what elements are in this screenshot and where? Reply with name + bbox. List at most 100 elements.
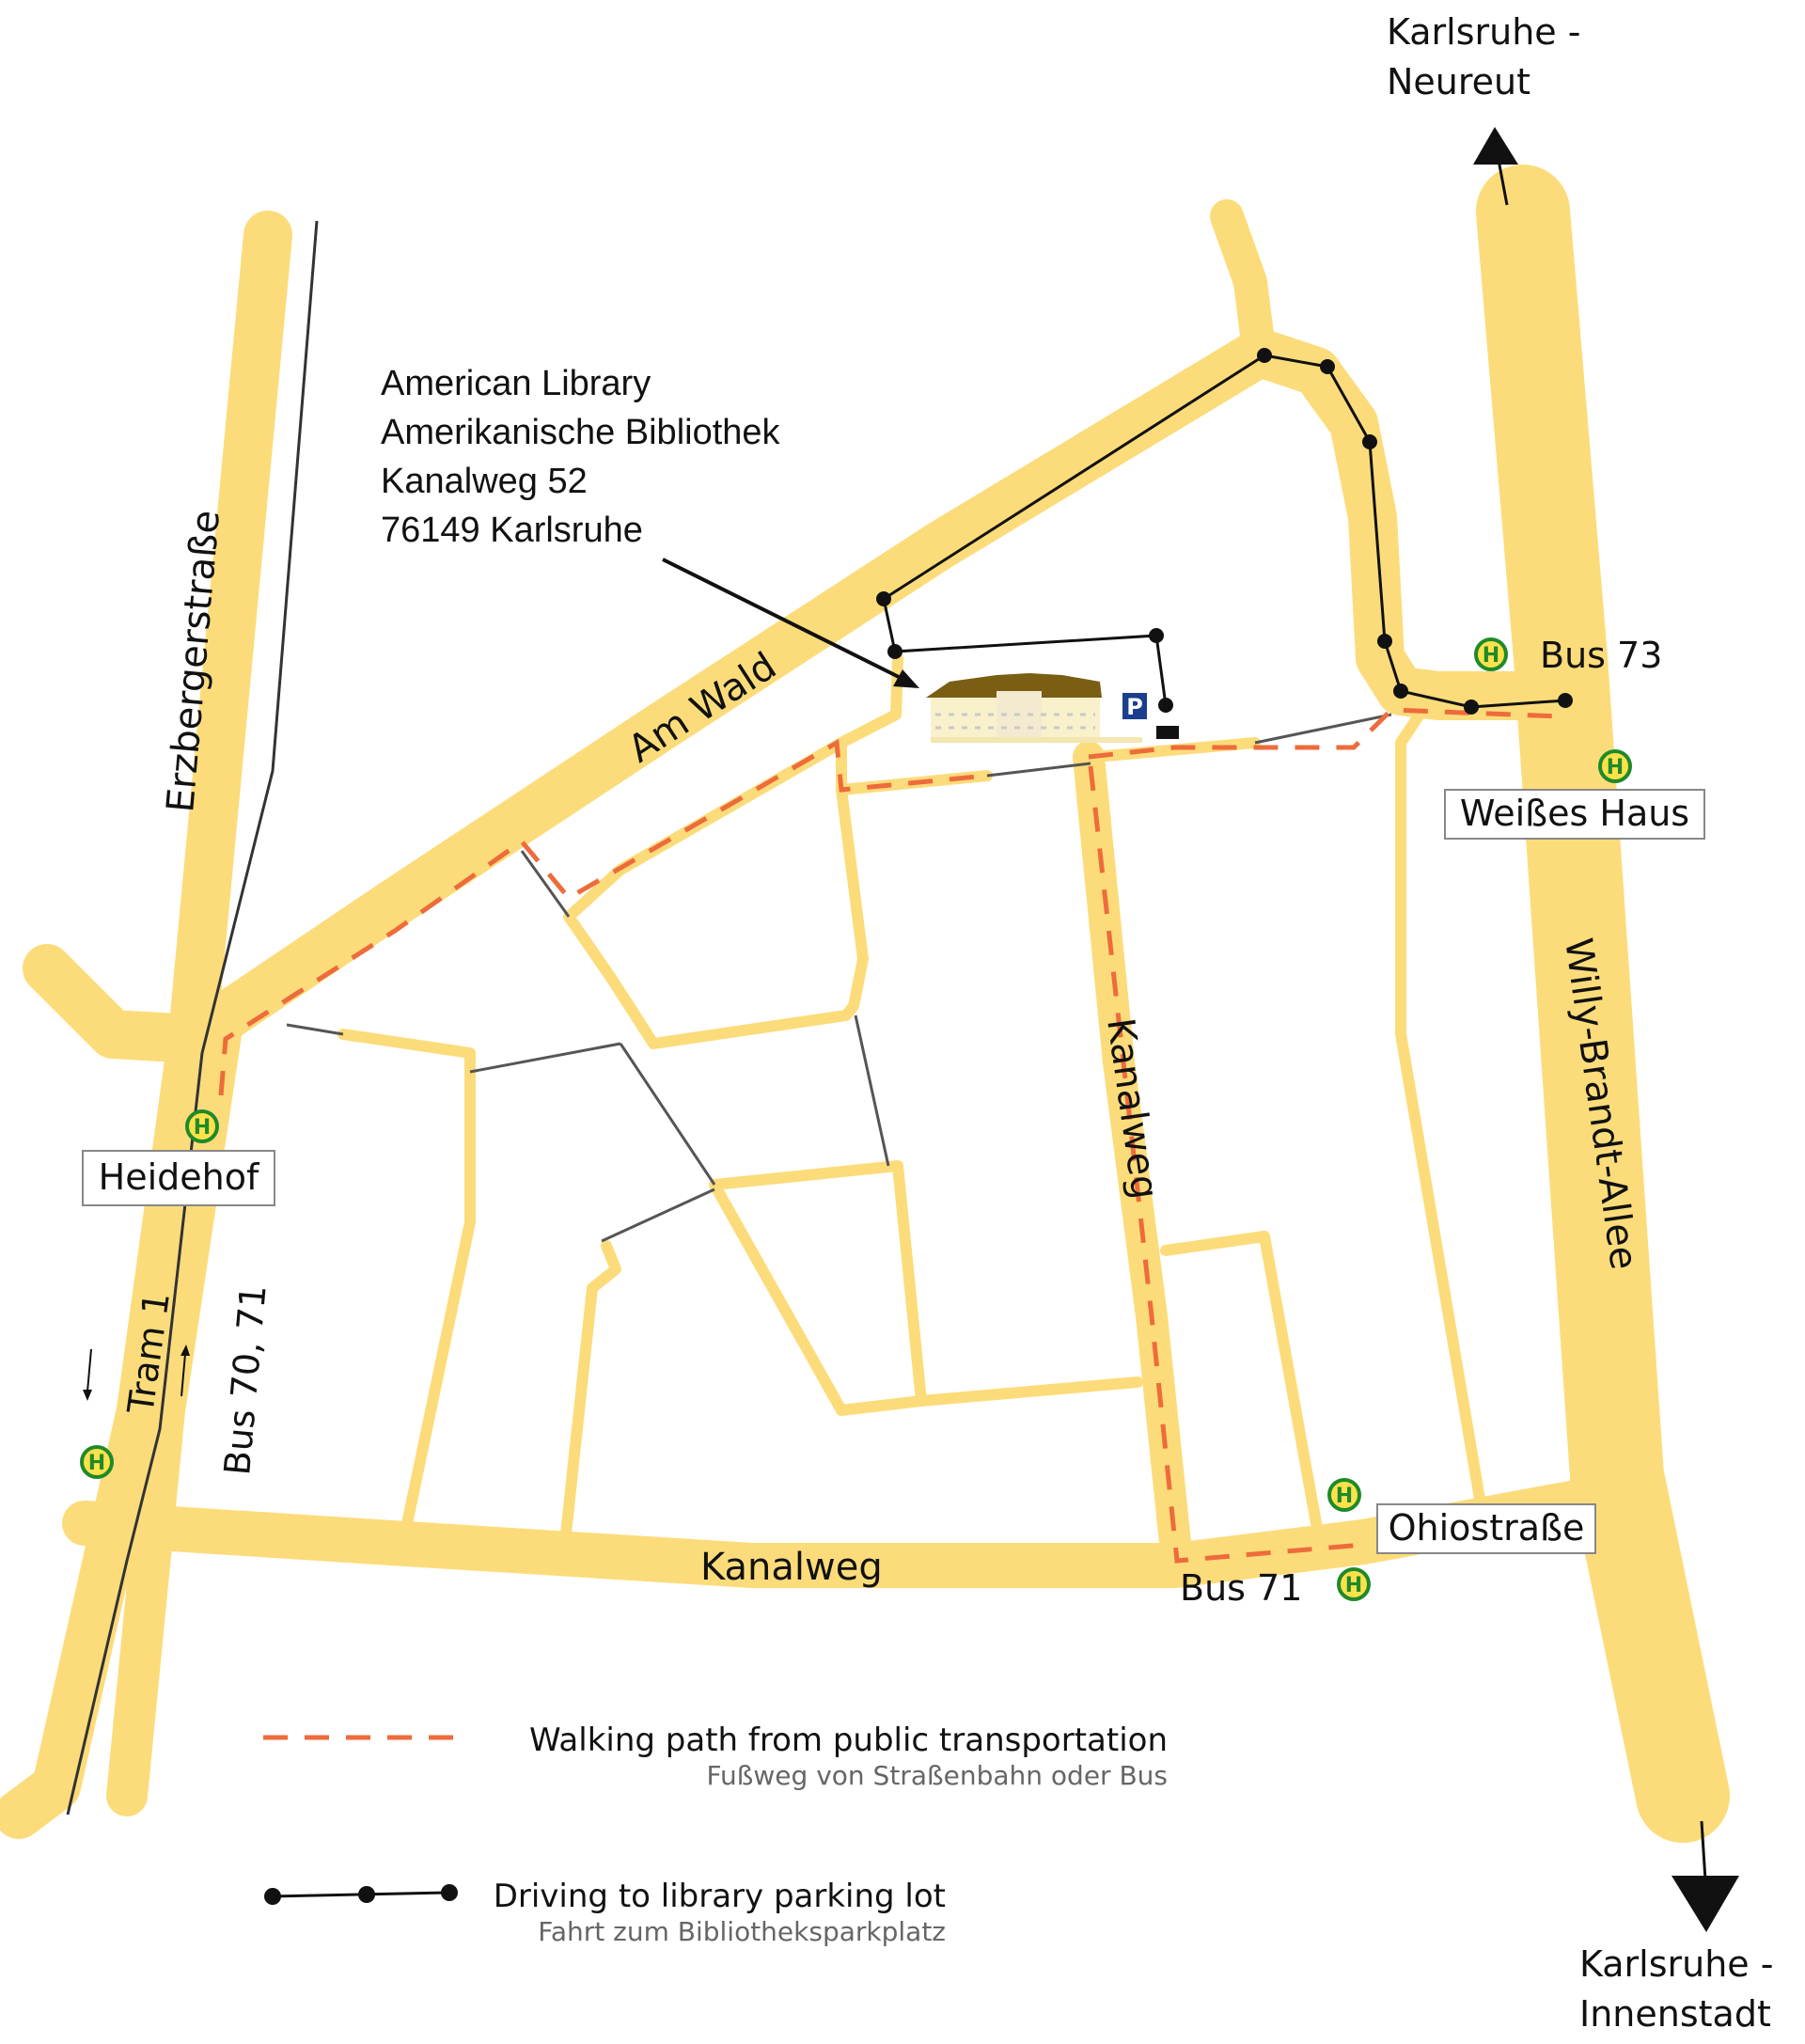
- driving-route: [876, 348, 1573, 739]
- street-label-kanalweg-vertical: Kanalweg: [1098, 1015, 1167, 1202]
- destination-south-line2: Innenstadt: [1579, 1993, 1771, 2035]
- legend-driving-dot: [264, 1888, 281, 1905]
- road-am-wald-north-spur: [1210, 199, 1277, 374]
- legend-walking-en: Walking path from public transportation: [529, 1722, 1168, 1759]
- route-dot: [887, 644, 902, 659]
- path-west-2: [709, 1160, 927, 1416]
- stop-icon-weisses-haus: H: [1598, 749, 1632, 783]
- footpaths: [286, 713, 1392, 1243]
- walking-route: [218, 707, 1562, 1564]
- parking-letter: P: [1126, 694, 1143, 720]
- label-bus-71: Bus 71: [1180, 1567, 1302, 1609]
- library-city: 76149 Karlsruhe: [381, 511, 643, 550]
- path-middle: [916, 1376, 1143, 1407]
- destination-north-line2: Neureut: [1387, 61, 1530, 102]
- stop-icon-letter: H: [194, 1116, 211, 1140]
- pointer-arrow-line: [662, 558, 903, 681]
- stop-labels: Heidehof Weißes Haus Ohiostraße: [82, 789, 1705, 1554]
- small-paths: [337, 653, 1486, 1557]
- south-arrow-line: [1700, 1820, 1707, 1881]
- library-base: [931, 737, 1142, 743]
- route-dot: [876, 591, 891, 606]
- footpath-8: [1254, 713, 1392, 745]
- pointer-arrow-head: [893, 669, 919, 688]
- walking-path-heidehof: [218, 738, 988, 1096]
- stop-label-heidehof: Heidehof: [99, 1156, 260, 1198]
- path-loop-1: [563, 784, 869, 1049]
- destination-north-line1: Karlsruhe -: [1387, 11, 1580, 53]
- walking-path-kanalweg: [1088, 765, 1364, 1564]
- stop-icon-ohiostrasse-north: H: [1327, 1478, 1361, 1512]
- north-arrow-icon: [1473, 127, 1518, 165]
- footpath-3: [520, 850, 571, 918]
- footpath-5: [854, 1014, 890, 1167]
- stop-icon-letter: H: [1336, 1485, 1353, 1508]
- stop-icon-bus73: H: [1474, 637, 1508, 671]
- legend-driving-de: Fahrt zum Bibliotheksparkplatz: [538, 1916, 946, 1947]
- route-dot: [1257, 348, 1272, 363]
- stop-label-box-weisses-haus: [1444, 789, 1705, 840]
- destination-south: Karlsruhe - Innenstadt: [1579, 1943, 1773, 2035]
- direction-arrows: [83, 127, 1739, 1932]
- stop-icon-letter: H: [88, 1452, 105, 1475]
- stop-icon-heidehof: H: [185, 1109, 219, 1143]
- legend-driving-dot: [358, 1886, 375, 1903]
- tram-direction-down-icon: [86, 1348, 92, 1392]
- path-east-long: [1395, 709, 1486, 1510]
- path-west-1: [337, 1029, 476, 1543]
- library-roof: [926, 673, 1102, 698]
- parking-icon: [1122, 693, 1147, 719]
- road-erzbergerstrasse-west: [0, 211, 292, 1839]
- route-dot: [1464, 700, 1479, 715]
- library-name-en: American Library: [381, 364, 651, 403]
- footpath-7: [986, 762, 1091, 778]
- parking-sign: P: [1122, 693, 1147, 720]
- street-label-kanalweg-horizontal: Kanalweg: [700, 1546, 883, 1589]
- tram-direction-up-head: [180, 1344, 190, 1356]
- tram-line: [66, 220, 319, 1816]
- destination-north: Karlsruhe - Neureut: [1387, 11, 1580, 102]
- stop-label-ohiostrasse: Ohiostraße: [1389, 1507, 1585, 1549]
- library-street: Kanalweg 52: [381, 462, 588, 501]
- footpath-6: [601, 1187, 715, 1243]
- legend-driving-dot: [441, 1884, 458, 1901]
- tram-direction-down-head: [83, 1390, 92, 1401]
- north-arrow-line: [1497, 159, 1509, 206]
- library-address: American Library Amerikanische Bibliothe…: [381, 364, 781, 550]
- legend: Walking path from public transportation …: [263, 1722, 1168, 1947]
- legend-walking-de: Fußweg von Straßenbahn oder Bus: [706, 1760, 1168, 1791]
- library-building: [926, 673, 1142, 743]
- label-bus-73: Bus 73: [1540, 635, 1662, 676]
- label-bus-70-71: Bus 70, 71: [216, 1283, 275, 1477]
- stop-icon-bus71: H: [1337, 1567, 1371, 1601]
- parking-gate: [1156, 726, 1179, 739]
- stop-icon: [80, 1445, 114, 1479]
- stop-icon-erzberger-south: H: [80, 1445, 114, 1479]
- stop-icon-letter: H: [1607, 756, 1624, 779]
- library-pointer: [662, 558, 919, 688]
- road-am-wald: [23, 328, 1585, 1063]
- tram-direction-up-icon: [180, 1353, 186, 1397]
- destination-south-line1: Karlsruhe -: [1579, 1943, 1773, 1985]
- route-dot: [1393, 684, 1408, 699]
- stop-icon: [1337, 1567, 1371, 1601]
- stop-icon-letter: H: [1345, 1574, 1362, 1597]
- route-dot: [1362, 434, 1377, 449]
- route-dot: [1158, 698, 1173, 713]
- stop-icon: [1474, 637, 1508, 671]
- path-east-kanalweg: [1160, 1231, 1322, 1529]
- footpath-1: [286, 1023, 344, 1036]
- library-name-de: Amerikanische Bibliothek: [381, 413, 781, 452]
- route-dot: [1149, 628, 1164, 643]
- stop-icon: [185, 1109, 219, 1143]
- walking-path-library: [1088, 707, 1562, 760]
- road-willy-brandt-allee: [1476, 165, 1730, 1843]
- path-west-3: [558, 1240, 621, 1557]
- south-arrow-icon: [1672, 1876, 1739, 1932]
- stop-symbols: H H H H H H: [80, 637, 1632, 1601]
- stop-icon-letter: H: [1483, 644, 1499, 668]
- footpath-4: [619, 1043, 716, 1186]
- route-dot: [1558, 693, 1573, 708]
- stop-icon: [1598, 749, 1632, 783]
